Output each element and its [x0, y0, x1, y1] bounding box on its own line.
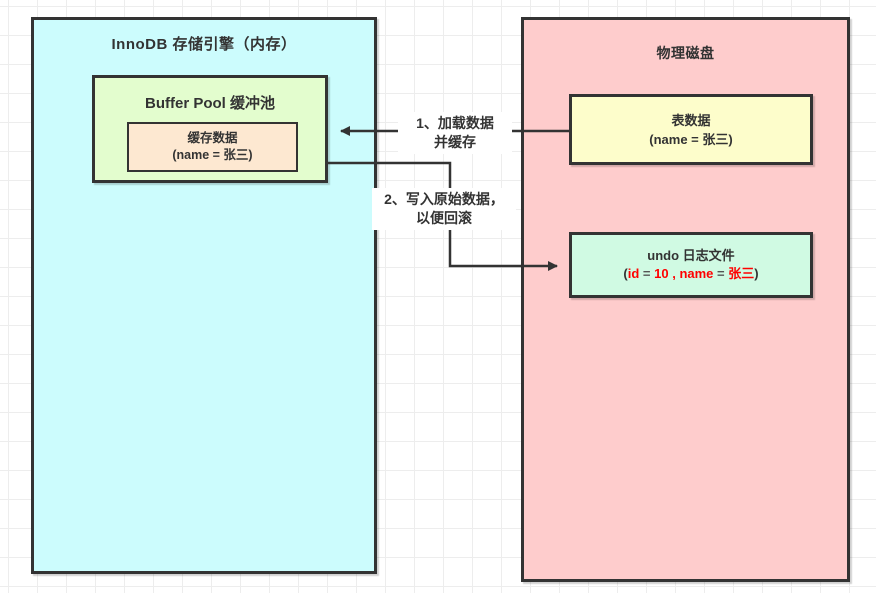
buffer-pool-box: Buffer Pool 缓冲池 缓存数据 (name = 张三)	[92, 75, 328, 183]
table-data-line1: 表数据	[671, 112, 711, 128]
table-data-box: 表数据 (name = 张三)	[569, 94, 813, 165]
table-data-line2: (name = 张三)	[649, 131, 733, 147]
innodb-memory-region: InnoDB 存储引擎（内存） Buffer Pool 缓冲池 缓存数据 (na…	[31, 17, 377, 574]
load-data-label: 1、加载数据 并缓存	[398, 112, 512, 154]
physical-disk-title: 物理磁盘	[656, 45, 715, 61]
undo-log-line1: undo 日志文件	[647, 248, 735, 263]
cached-data-box: 缓存数据 (name = 张三)	[127, 122, 298, 172]
physical-disk-region: 物理磁盘 表数据 (name = 张三) undo 日志文件 (id = 10 …	[521, 17, 850, 582]
buffer-pool-title: Buffer Pool 缓冲池	[145, 95, 275, 112]
undo-log-line2: (id = 10 , name = 张三)	[623, 266, 759, 281]
write-undo-label: 2、写入原始数据， 以便回滚	[372, 188, 516, 230]
write-undo-label-line1: 2、写入原始数据，	[384, 191, 504, 207]
undo-log-box: undo 日志文件 (id = 10 , name = 张三)	[569, 232, 813, 298]
cached-data-line1: 缓存数据	[187, 131, 238, 145]
write-undo-label-line2: 以便回滚	[416, 210, 472, 226]
innodb-memory-title: InnoDB 存储引擎（内存）	[111, 36, 297, 53]
cached-data-line2: (name = 张三)	[172, 148, 253, 162]
load-data-label-line1: 1、加载数据	[416, 115, 494, 131]
load-data-label-line2: 并缓存	[434, 134, 476, 150]
